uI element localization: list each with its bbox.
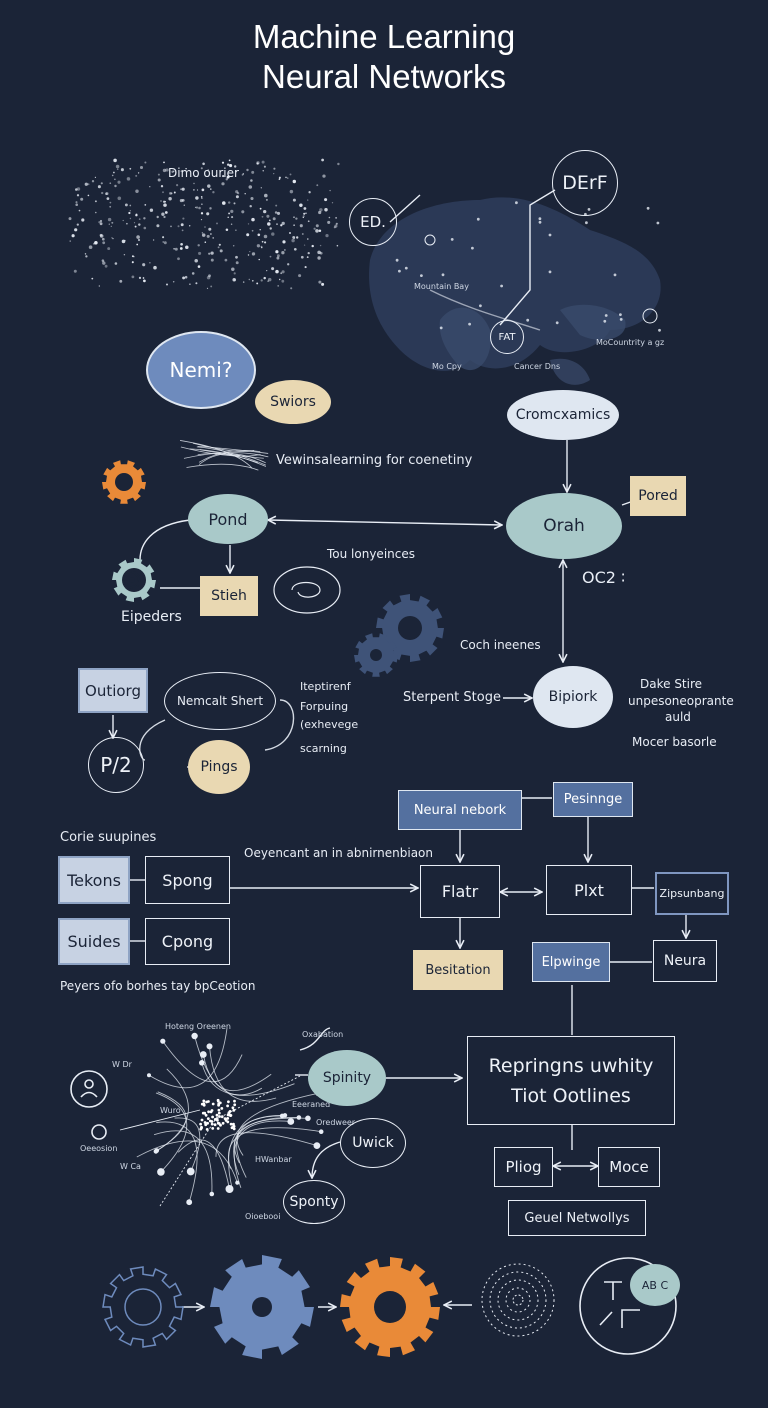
node-pliog: Pliog <box>494 1147 553 1187</box>
flow-caption: Vewinsalearning for coenetiny <box>276 453 473 468</box>
node-orah: Orah <box>506 493 622 559</box>
node-pond: Pond <box>188 494 268 544</box>
node-suides: Suides <box>58 918 130 965</box>
net-tiny-label: W Ca <box>120 1162 141 1171</box>
side-label: Iteptirenf <box>300 680 351 693</box>
net-tiny-label: W Dr <box>112 1060 132 1069</box>
net-tiny-label: Oredweer <box>316 1118 356 1127</box>
node-nemcalt: Nemcalt Shert <box>164 672 276 730</box>
node-pored: Pored <box>630 476 686 516</box>
node-bipiork: Bipiork <box>533 666 613 728</box>
right-text: Dake Stire <box>640 677 703 691</box>
node-tekons: Tekons <box>58 856 130 904</box>
node-nemi: Nemi? <box>146 331 256 409</box>
node-stage: Sterpent Stoge <box>403 690 501 705</box>
gear-icon <box>102 460 146 504</box>
neuron-cloud <box>119 440 324 1207</box>
gear-icon <box>340 1257 440 1357</box>
node-neural-nebork: Neural nebork <box>398 790 522 830</box>
net-tiny-label: HWanbar <box>255 1155 292 1164</box>
node-neura: Neura <box>653 940 717 982</box>
flow-note: Tou lonyeinces <box>327 547 415 561</box>
node-oc2: OC2 ∶ <box>582 568 626 587</box>
gear-label: Eipeders <box>121 609 182 625</box>
reprings-line2: Tiot Ootlines <box>511 1084 631 1107</box>
map-circle-derf: DErF <box>552 150 618 216</box>
fingerprint-icon <box>481 1263 555 1337</box>
right-text: Mocer basorle <box>632 735 717 749</box>
node-besitation: Besitation <box>413 950 503 990</box>
node-outiorg: Outiorg <box>78 668 148 713</box>
side-label: Forpuing <box>300 700 349 713</box>
page-title-line2: Neural Networks <box>262 58 506 95</box>
map-tiny-label: MoCountrity a gz <box>596 338 665 347</box>
node-elpwinge: Elpwinge <box>532 942 610 982</box>
flow-note: Coch ineenes <box>460 638 541 652</box>
node-swiors: Swiors <box>255 380 331 424</box>
net-tiny-label: Oeeosion <box>80 1144 118 1153</box>
world-map <box>369 197 661 385</box>
node-moce: Moce <box>598 1147 660 1187</box>
node-pesinnge: Pesinnge <box>553 782 633 817</box>
net-tiny-label: Eeeraned <box>292 1100 331 1109</box>
gear-icon <box>123 571 141 589</box>
net-tiny-label: Hoteng Oreenen <box>165 1022 231 1031</box>
section-label: Corie suupines <box>60 830 157 845</box>
map-circle-fat: FAT <box>490 320 524 354</box>
gear-icon <box>102 1266 184 1348</box>
node-spong: Spong <box>145 856 230 904</box>
node-geuel: Geuel Netwollys <box>508 1200 646 1236</box>
node-cpong: Cpong <box>145 918 230 965</box>
translate-icon <box>579 1257 677 1355</box>
node-pings: Pings <box>188 740 250 794</box>
node-cromcxamics: Cromcxamics <box>507 390 619 440</box>
net-tiny-label: Wuro <box>160 1106 181 1115</box>
map-tiny-label: Mo Cpy <box>432 362 462 371</box>
right-text: unpesoneoprante <box>628 694 734 708</box>
node-plxt: Plxt <box>546 865 632 915</box>
user-node-icon <box>70 1070 108 1140</box>
side-label: scarning <box>300 742 347 755</box>
node-flatr: Flatr <box>420 865 500 918</box>
net-tiny-label: Oxabation <box>302 1030 344 1039</box>
node-sponty: Sponty <box>283 1180 345 1224</box>
map-tiny-label: Cancer Dns <box>514 362 561 371</box>
page-title-line1: Machine Learning <box>252 18 516 55</box>
map-circle-ed: ED. <box>349 198 397 246</box>
map-tiny-label: Mountain Bay <box>414 282 469 291</box>
spiral-icon <box>273 566 341 614</box>
node-uwick: Uwick <box>340 1118 406 1168</box>
speech-bubble-abc: AB C <box>630 1264 680 1306</box>
side-label: (exhevege <box>300 718 359 731</box>
node-spinity: Spinity <box>308 1050 386 1106</box>
node-reprings: Repringns uwhity Tiot Ootlines <box>467 1036 675 1125</box>
gear-icon <box>354 633 398 677</box>
node-p2: P/2 <box>88 737 144 793</box>
node-zipsunbang: Zipsunbang <box>655 872 729 915</box>
right-text: auld <box>665 710 691 724</box>
gear-icon <box>210 1255 314 1359</box>
reprings-line1: Repringns uwhity <box>488 1054 654 1077</box>
flow-note: Oeyencant an in abnirnenbiaon <box>244 846 433 860</box>
node-stieh: Stieh <box>200 576 258 616</box>
map-label-top: Dimo ourier <box>168 166 239 180</box>
dot-cloud-map <box>68 158 661 332</box>
connectors <box>113 189 686 1307</box>
section-label: Peyers ofo borhes tay bpCeotion <box>60 979 256 993</box>
net-tiny-label: Oioebooi <box>245 1212 281 1221</box>
